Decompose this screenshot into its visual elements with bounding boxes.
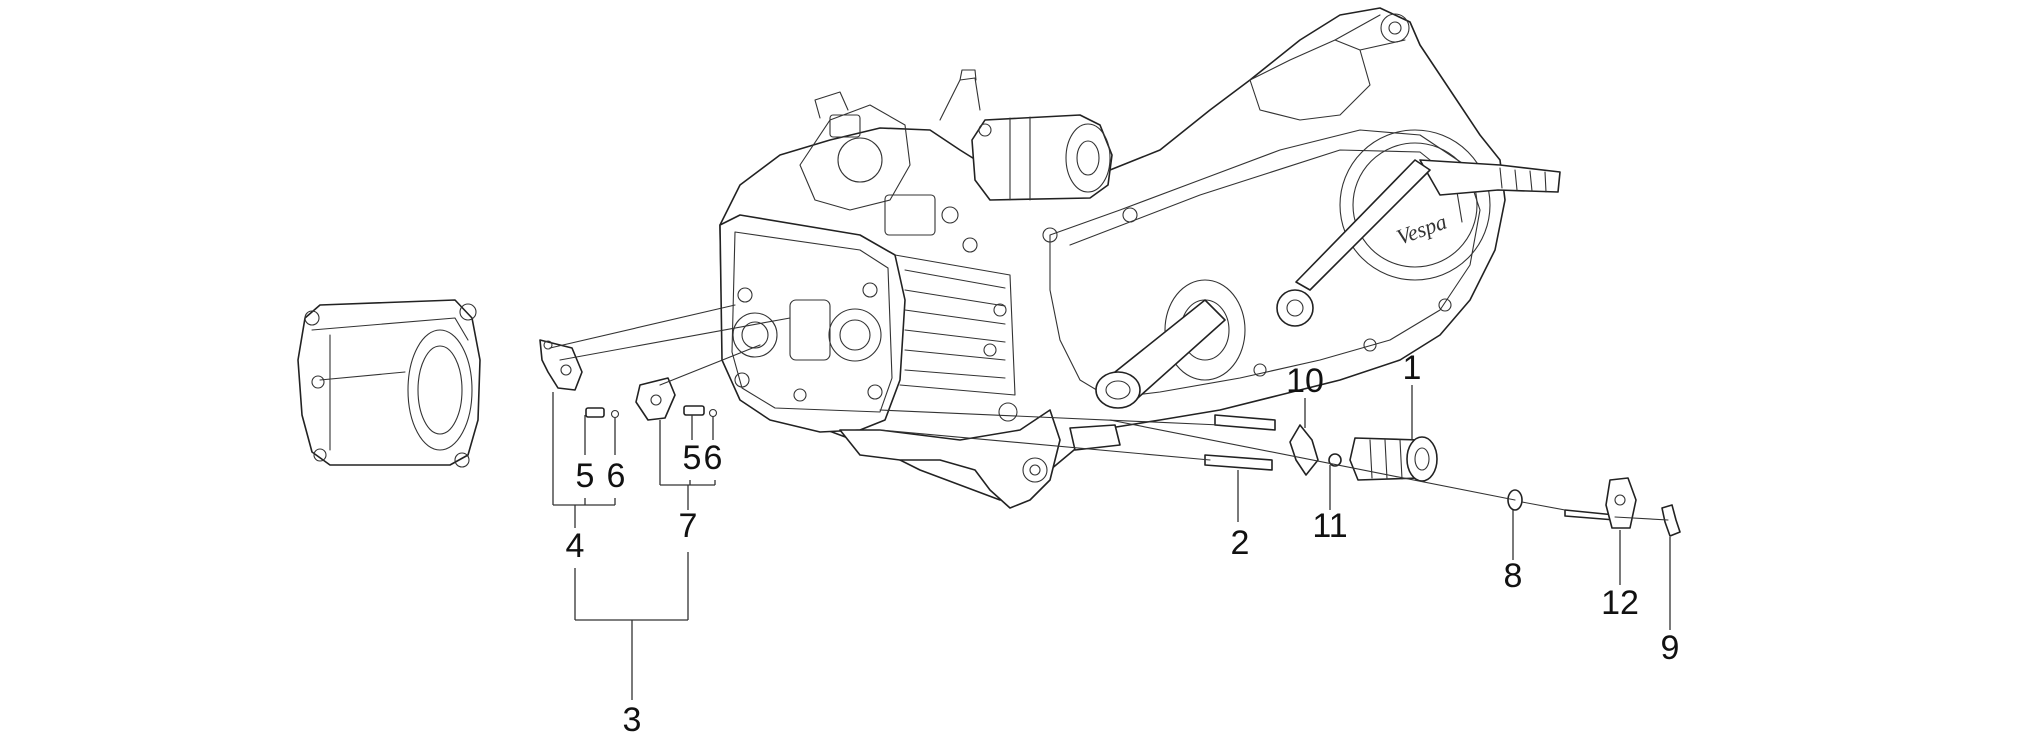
label-10: 10 <box>1286 362 1324 400</box>
label-8: 8 <box>1504 557 1523 595</box>
rods <box>1204 414 1276 471</box>
valve-cover <box>297 299 481 468</box>
label-9: 9 <box>1661 629 1680 667</box>
washer <box>1328 453 1342 467</box>
part-number-labels: 1 2 3 4 5 6 5 6 7 8 9 10 11 12 <box>566 349 1680 738</box>
label-6-left: 6 <box>607 457 626 495</box>
label-2: 2 <box>1231 524 1250 562</box>
engine-assembly: Vespa <box>719 7 1561 509</box>
label-5-right: 5 <box>683 439 702 477</box>
label-11: 11 <box>1312 507 1347 545</box>
label-7: 7 <box>679 507 698 545</box>
callout-brackets <box>552 385 1671 700</box>
rocker-pins <box>585 405 718 419</box>
label-5-left: 5 <box>576 457 595 495</box>
camshaft-gear <box>1349 436 1438 482</box>
leader-lines <box>549 304 1669 521</box>
label-3: 3 <box>623 701 642 738</box>
label-12: 12 <box>1601 584 1639 622</box>
label-6-right: 6 <box>704 439 723 477</box>
star-plate <box>1289 424 1319 476</box>
clip <box>1661 504 1681 537</box>
label-1: 1 <box>1403 349 1422 387</box>
rocker-arm-left <box>539 339 583 391</box>
shaft-lever <box>1564 477 1637 529</box>
label-4: 4 <box>566 527 585 565</box>
rocker-arm-right <box>635 377 676 421</box>
